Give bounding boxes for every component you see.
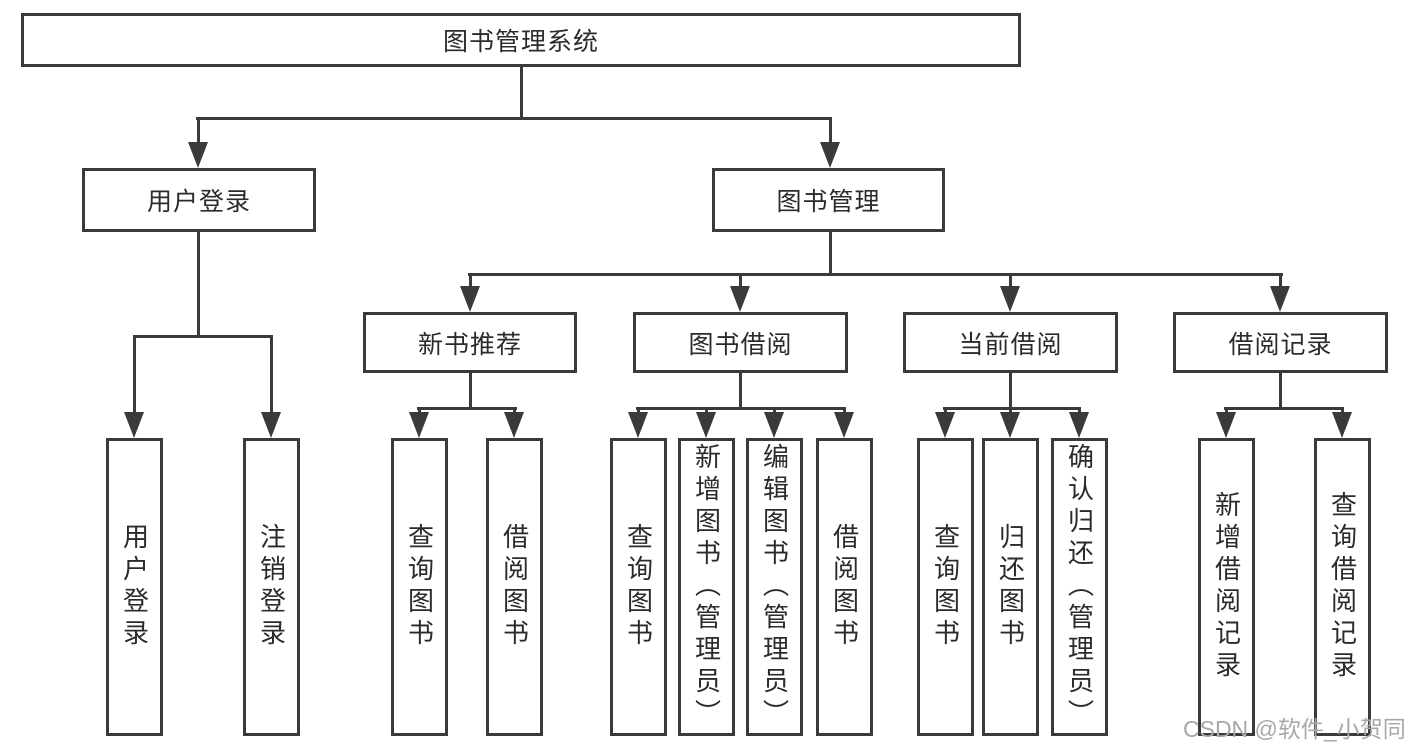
leaf-borrow-books-borrow-label: 借阅图书	[829, 523, 860, 651]
leaf-confirm-return-admin-label: 确认归还（管理员）	[1064, 443, 1095, 731]
node-new-book-recommend-label: 新书推荐	[417, 330, 522, 359]
leaf-confirm-return-admin: 确认归还（管理员）	[1051, 438, 1108, 736]
leaf-user-login-label: 用户登录	[119, 523, 150, 651]
arrow-g3-borrow-books	[834, 412, 854, 438]
node-new-book-recommend: 新书推荐	[363, 312, 577, 373]
leaf-user-login: 用户登录	[106, 438, 163, 736]
node-book-management: 图书管理	[712, 168, 945, 232]
edge-level3-hline	[468, 273, 1283, 276]
edge-g2-leaf1-stem	[418, 409, 421, 414]
edge-g2-leaf2-stem	[513, 409, 516, 414]
leaf-edit-book-admin: 编辑图书（管理员）	[746, 438, 803, 736]
leaf-query-books-current-label: 查询图书	[930, 523, 961, 651]
edge-root-vline	[520, 65, 523, 119]
arrow-g3-query-books	[628, 412, 648, 438]
leaf-add-book-admin: 新增图书（管理员）	[678, 438, 735, 736]
edge-new-book-vline	[469, 371, 472, 409]
arrow-g5-add-record	[1216, 412, 1236, 438]
edge-book-management-stem	[829, 119, 832, 145]
arrow-g5-query-record	[1332, 412, 1352, 438]
arrow-borrow-records	[1270, 286, 1290, 312]
edge-g3-leaf2-stem	[705, 409, 708, 414]
node-borrow-records-label: 借阅记录	[1228, 330, 1333, 359]
node-user-login: 用户登录	[82, 168, 316, 232]
edge-level1-hline	[196, 117, 832, 120]
arrow-g3-edit-book	[764, 412, 784, 438]
leaf-edit-book-admin-label: 编辑图书（管理员）	[759, 443, 790, 731]
edge-user-login-vline	[197, 230, 200, 337]
leaf-add-borrow-record: 新增借阅记录	[1198, 438, 1255, 736]
edge-g3-leaf1-stem	[637, 409, 640, 414]
edge-borrow-records-vline	[1279, 371, 1282, 409]
arrow-book-borrow	[730, 286, 750, 312]
arrow-current-borrow	[1000, 286, 1020, 312]
node-current-borrow: 当前借阅	[903, 312, 1118, 373]
leaf-borrow-books-recommend-label: 借阅图书	[499, 523, 530, 651]
arrow-g4-confirm-return	[1069, 412, 1089, 438]
edge-borrow-records-hline	[1224, 407, 1344, 410]
edge-book-management-vline	[829, 230, 832, 275]
node-current-borrow-label: 当前借阅	[958, 330, 1063, 359]
node-borrow-records: 借阅记录	[1173, 312, 1388, 373]
arrow-user-login	[188, 142, 208, 168]
leaf-logout: 注销登录	[243, 438, 300, 736]
node-user-login-label: 用户登录	[146, 188, 251, 216]
edge-user-login-stem	[197, 119, 200, 145]
edge-g5-leaf2-stem	[1341, 409, 1344, 414]
edge-leaf-user-login-stem	[133, 337, 136, 414]
csdn-watermark: CSDN @软件_小贺同学	[1183, 716, 1405, 742]
node-book-borrow: 图书借阅	[633, 312, 848, 373]
arrow-g2-borrow-books	[504, 412, 524, 438]
arrow-g4-query-books	[935, 412, 955, 438]
edge-borrow-records-stem	[1279, 275, 1282, 288]
arrow-g2-query-books	[409, 412, 429, 438]
leaf-query-books-borrow-label: 查询图书	[623, 523, 654, 651]
edge-user-login-hline	[133, 335, 273, 338]
leaf-query-books-recommend: 查询图书	[391, 438, 448, 736]
leaf-logout-label: 注销登录	[256, 523, 287, 651]
edge-current-borrow-stem	[1009, 275, 1012, 288]
leaf-borrow-books-recommend: 借阅图书	[486, 438, 543, 736]
arrow-leaf-logout	[261, 412, 281, 438]
edge-new-book-stem	[469, 275, 472, 288]
edge-current-borrow-vline	[1009, 371, 1012, 409]
leaf-add-book-admin-label: 新增图书（管理员）	[691, 443, 722, 731]
leaf-query-books-current: 查询图书	[917, 438, 974, 736]
arrow-g3-add-book	[696, 412, 716, 438]
edge-current-borrow-hline	[943, 407, 1081, 410]
leaf-return-book-label: 归还图书	[995, 523, 1026, 651]
leaf-query-borrow-record-label: 查询借阅记录	[1327, 491, 1358, 683]
edge-book-borrow-stem	[739, 275, 742, 288]
edge-new-book-hline	[417, 407, 517, 410]
leaf-query-borrow-record: 查询借阅记录	[1314, 438, 1371, 736]
arrow-g4-return-book	[1000, 412, 1020, 438]
arrow-leaf-user-login	[124, 412, 144, 438]
edge-g4-leaf3-stem	[1078, 409, 1081, 414]
edge-g4-leaf2-stem	[1009, 409, 1012, 414]
leaf-borrow-books-borrow: 借阅图书	[816, 438, 873, 736]
leaf-add-borrow-record-label: 新增借阅记录	[1211, 491, 1242, 683]
edge-g5-leaf1-stem	[1225, 409, 1228, 414]
leaf-query-books-recommend-label: 查询图书	[404, 523, 435, 651]
leaf-return-book: 归还图书	[982, 438, 1039, 736]
node-root: 图书管理系统	[21, 13, 1021, 67]
edge-leaf-logout-stem	[270, 337, 273, 414]
node-book-management-label: 图书管理	[776, 188, 881, 216]
node-root-label: 图书管理系统	[442, 28, 599, 56]
arrow-book-management	[820, 142, 840, 168]
edge-g3-leaf4-stem	[843, 409, 846, 414]
arrow-new-book-recommend	[460, 286, 480, 312]
edge-g4-leaf1-stem	[944, 409, 947, 414]
edge-g3-leaf3-stem	[773, 409, 776, 414]
leaf-query-books-borrow: 查询图书	[610, 438, 667, 736]
edge-book-borrow-vline	[739, 371, 742, 409]
edge-book-borrow-hline	[636, 407, 846, 410]
node-book-borrow-label: 图书借阅	[688, 330, 793, 359]
